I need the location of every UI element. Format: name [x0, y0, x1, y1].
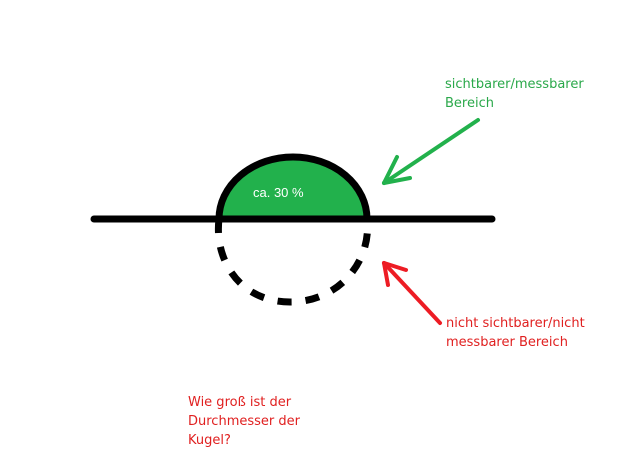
percentage-label: ca. 30 % — [253, 185, 304, 200]
hidden-area-label: nicht sichtbarer/nicht messbarer Bereich — [446, 316, 585, 350]
visible-arrow — [382, 118, 480, 185]
hidden-sphere-part — [214, 218, 372, 306]
hidden-arrow — [382, 261, 442, 325]
question-text: Wie groß ist der Durchmesser der Kugel? — [188, 395, 300, 448]
visible-cap — [215, 153, 371, 223]
visible-area-label: sichtbarer/messbarer Bereich — [445, 77, 584, 111]
